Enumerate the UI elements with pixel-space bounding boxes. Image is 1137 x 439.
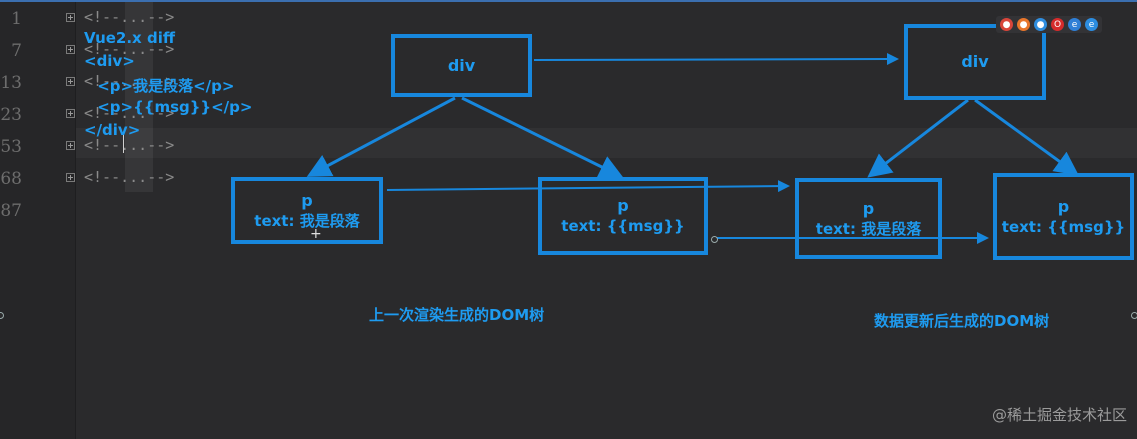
collapsed-region[interactable]: <!--...-->	[84, 104, 175, 122]
diff-title: Vue2.x diff	[84, 29, 175, 47]
node-text: text: 我是段落	[254, 211, 360, 230]
node-tag: p	[301, 190, 313, 210]
new-p-node: p text: {{msg}}	[993, 173, 1134, 260]
code-line: <p>我是段落</p>	[92, 77, 235, 95]
chrome-icon[interactable]: ●	[1000, 18, 1013, 31]
safari-icon[interactable]: ●	[1034, 18, 1047, 31]
root-compare-arrow	[533, 53, 899, 66]
old-root-to-p1-arrow	[306, 96, 456, 177]
node-text: text: {{msg}}	[1001, 217, 1126, 236]
node-tag: p	[862, 198, 875, 218]
column-selection	[125, 2, 153, 192]
node-tag: div	[447, 55, 476, 75]
watermark: @稀土掘金技术社区	[991, 406, 1127, 424]
collapsed-region[interactable]: <!--...-->	[84, 40, 175, 58]
collapsed-region[interactable]: <!--...-->	[84, 8, 175, 26]
crosshair-cursor-icon: +	[310, 226, 322, 242]
opera-icon[interactable]: O	[1051, 18, 1064, 31]
line-number: 13	[0, 73, 22, 93]
line-number: 53	[0, 137, 22, 157]
text-cursor	[123, 135, 124, 153]
new-div-node: div	[904, 24, 1046, 100]
node-tag: p	[1057, 196, 1070, 216]
collapsed-region[interactable]: <!--...-->	[84, 168, 175, 186]
fold-expand-icon[interactable]	[66, 13, 75, 22]
old-p-node: p text: 我是段落	[231, 177, 383, 244]
new-root-to-p1-arrow	[867, 98, 969, 178]
browser-preview-toolbar: ● ● ● O e e	[996, 16, 1102, 33]
new-tree-caption: 数据更新后生成的DOM树	[874, 312, 1050, 330]
fold-expand-icon[interactable]	[66, 45, 75, 54]
collapsed-region[interactable]: <!--...-->	[84, 72, 175, 90]
code-line: </div>	[84, 121, 141, 139]
code-line: <p>{{msg}}</p>	[92, 98, 253, 116]
node-tag: p	[617, 196, 629, 215]
node-text: text: {{msg}}	[561, 217, 685, 235]
line-number: 7	[11, 41, 22, 61]
line-number: 23	[0, 105, 22, 125]
resize-handle[interactable]	[0, 312, 4, 319]
p1-compare-arrow	[386, 180, 790, 193]
edge-icon[interactable]: e	[1085, 18, 1098, 31]
code-line: <div>	[84, 52, 135, 70]
resize-handle[interactable]	[1131, 312, 1137, 319]
collapsed-region[interactable]: <!--...-->	[84, 136, 175, 154]
old-root-to-p2-arrow	[461, 96, 624, 178]
node-tag: div	[961, 52, 989, 71]
connector-handle[interactable]	[711, 236, 718, 243]
old-p-node: p text: {{msg}}	[538, 177, 708, 255]
window-top-border	[0, 0, 1137, 2]
old-div-node: div	[391, 34, 532, 97]
line-number: 87	[0, 201, 22, 221]
firefox-icon[interactable]: ●	[1017, 18, 1030, 31]
fold-expand-icon[interactable]	[66, 77, 75, 86]
new-p-node: p text: 我是段落	[795, 178, 942, 259]
new-root-to-p2-arrow	[974, 98, 1079, 176]
ie-icon[interactable]: e	[1068, 18, 1081, 31]
node-text: text: 我是段落	[815, 219, 922, 238]
fold-expand-icon[interactable]	[66, 173, 75, 182]
line-number: 68	[0, 169, 22, 189]
old-tree-caption: 上一次渲染生成的DOM树	[369, 306, 545, 324]
line-number-gutter: 1 7 13 23 53 68 87	[0, 2, 76, 439]
fold-expand-icon[interactable]	[66, 109, 75, 118]
line-number: 1	[11, 9, 22, 29]
fold-expand-icon[interactable]	[66, 141, 75, 150]
